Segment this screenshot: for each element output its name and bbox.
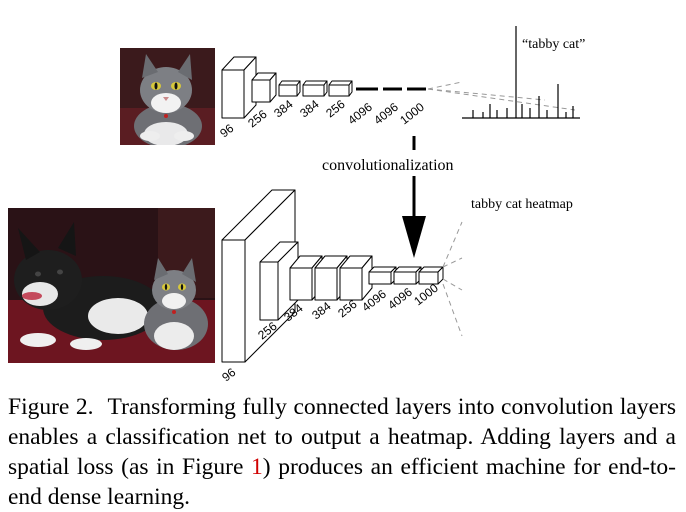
bottom-label-1000: 1000 <box>411 281 441 309</box>
top-label-384a: 384 <box>271 97 296 121</box>
caption-figure-label: Figure 2. <box>8 394 94 420</box>
figure-caption: Figure 2.Transforming fully connected la… <box>8 392 676 512</box>
heatmap-projection-lines <box>442 221 463 337</box>
top-layer-384a-block <box>278 80 301 97</box>
bottom-label-96: 96 <box>219 365 238 384</box>
top-label-4096a: 4096 <box>345 100 375 128</box>
bottom-label-384b: 384 <box>309 299 334 323</box>
bottom-layer-256b-block <box>339 255 373 301</box>
convolutionalization-label: convolutionalization <box>322 157 454 174</box>
heatmap-label: tabby cat heatmap <box>471 197 573 212</box>
top-label-96: 96 <box>217 121 236 140</box>
top-layer-256-block <box>251 72 277 103</box>
network-diagram: “tabby cat” 96 256 384 384 256 4096 4096… <box>217 26 585 384</box>
top-label-4096b: 4096 <box>371 100 401 128</box>
top-label-256b: 256 <box>323 97 348 121</box>
bottom-layer-4096a-block <box>368 266 397 285</box>
bottom-layer-4096b-block <box>393 266 422 285</box>
top-layer-96-block <box>221 56 257 119</box>
tabby-cat-photo <box>120 48 215 145</box>
caption-text-after-ref: ) produces an efficient machine for end-… <box>8 454 676 510</box>
caption-text-before-ref: Transforming fully connected layers into… <box>8 394 676 480</box>
top-label-1000: 1000 <box>397 100 427 128</box>
caption-figure-reference-link[interactable]: 1 <box>251 454 263 480</box>
dog-and-cat-photo <box>8 208 215 363</box>
top-label-384b: 384 <box>297 97 322 121</box>
convolutionalization-arrowhead <box>402 216 426 258</box>
class-score-histogram <box>462 26 580 119</box>
bottom-label-4096b: 4096 <box>385 285 415 313</box>
top-layer-256-block-2 <box>328 80 353 97</box>
top-layer-384b-block <box>302 80 328 97</box>
top-class-label: “tabby cat” <box>522 37 585 52</box>
